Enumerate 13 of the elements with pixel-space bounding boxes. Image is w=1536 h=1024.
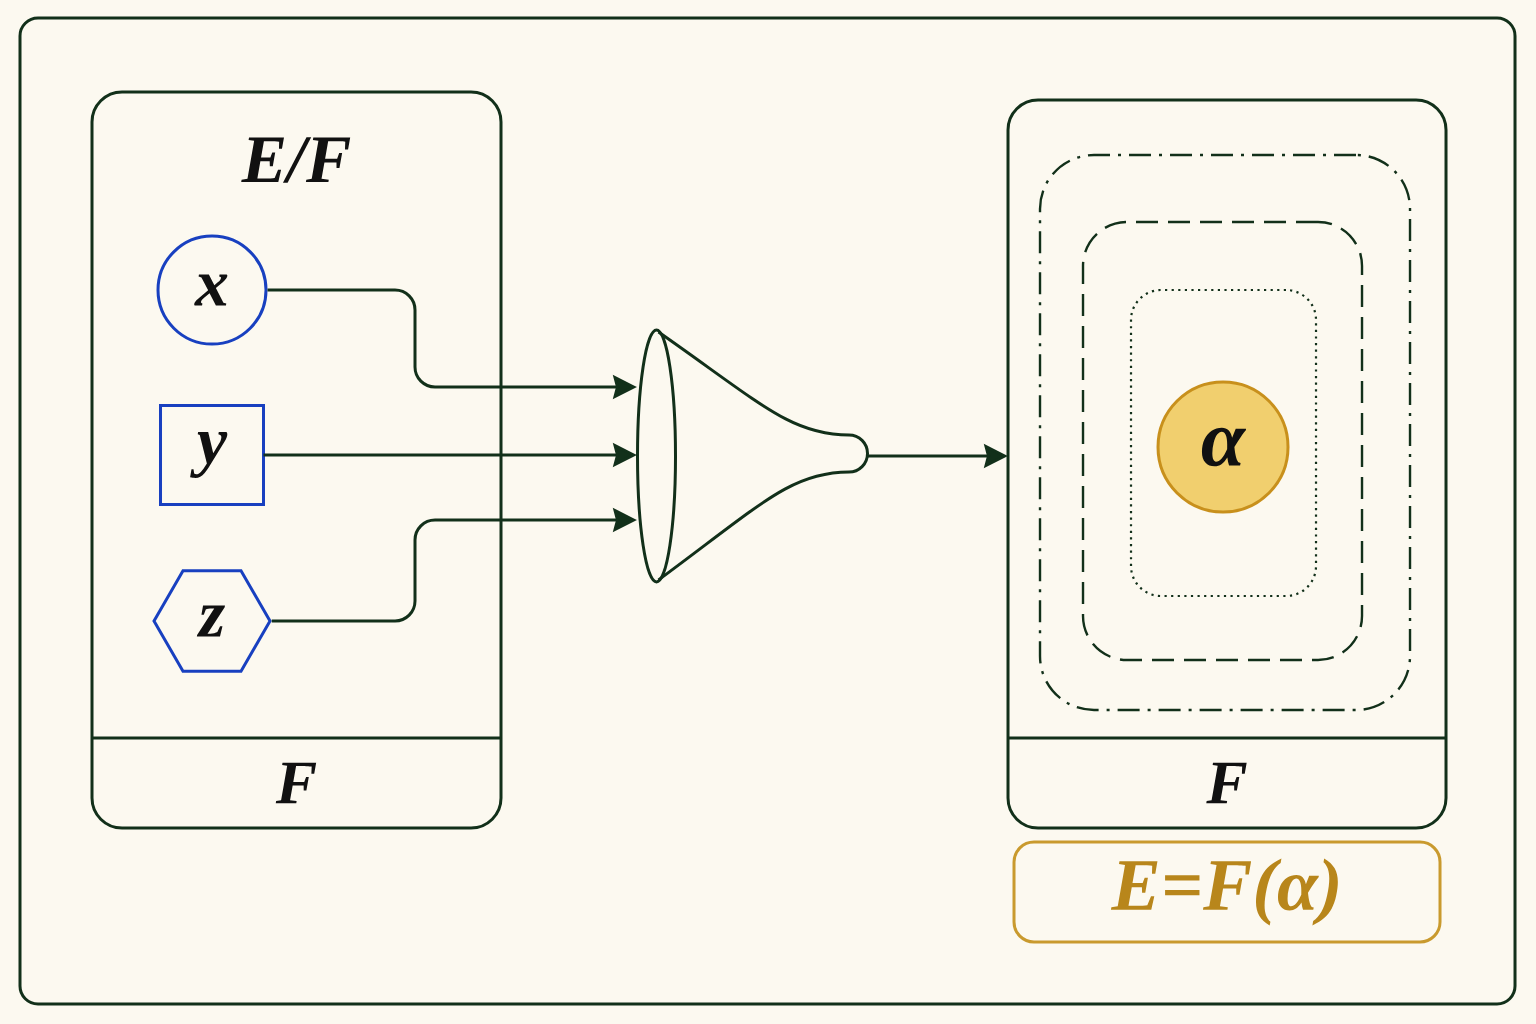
circle-node: α — [1156, 380, 1290, 514]
dashed-outline — [1081, 220, 1364, 662]
hexagon-node: z — [152, 569, 272, 673]
formula-box: E=F(α) — [1012, 840, 1442, 944]
circle-node: x — [156, 234, 268, 346]
footer-band: F — [92, 736, 501, 804]
dotted-outline — [1129, 288, 1318, 598]
funnel — [636, 328, 869, 584]
panel — [1006, 98, 1448, 830]
dash-dot-outline — [1038, 153, 1412, 712]
square-node: y — [159, 404, 265, 506]
footer-band: F — [1008, 736, 1446, 804]
panel-title: E/F — [241, 137, 351, 183]
